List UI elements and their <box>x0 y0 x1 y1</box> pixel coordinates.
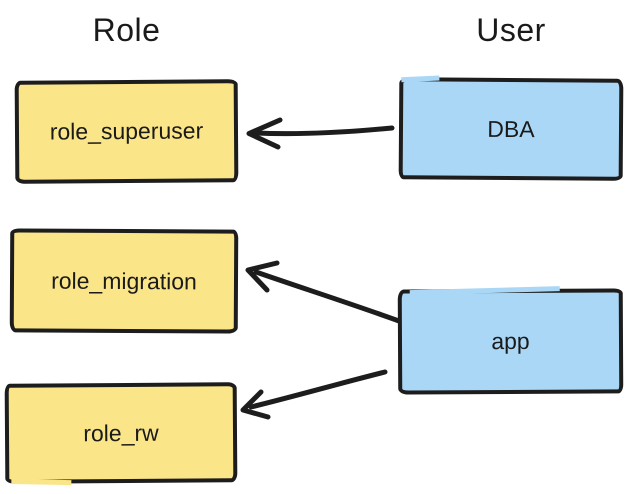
node-role-migration: role_migration <box>9 228 239 334</box>
column-heading-role: Role <box>92 12 161 48</box>
sketch-fill-peek <box>401 75 440 83</box>
edge-app-to-role-migration <box>245 260 402 324</box>
node-dba-label: DBA <box>487 115 535 142</box>
sketch-fill-peek <box>409 286 560 296</box>
node-app: app <box>397 286 624 395</box>
node-app-label: app <box>491 327 530 355</box>
edge-dba-to-role-superuser <box>246 117 395 150</box>
node-dba: DBA <box>398 75 624 181</box>
node-role-superuser-label: role_superuser <box>49 117 204 145</box>
node-role-rw-label: role_rw <box>83 419 159 446</box>
node-role-rw: role_rw <box>4 382 238 486</box>
edge-app-to-role-rw <box>240 369 388 420</box>
node-role-migration-label: role_migration <box>51 267 197 294</box>
column-heading-user: User <box>476 12 546 48</box>
sketch-fill-peek <box>11 478 72 486</box>
node-role-superuser: role_superuser <box>14 79 239 184</box>
